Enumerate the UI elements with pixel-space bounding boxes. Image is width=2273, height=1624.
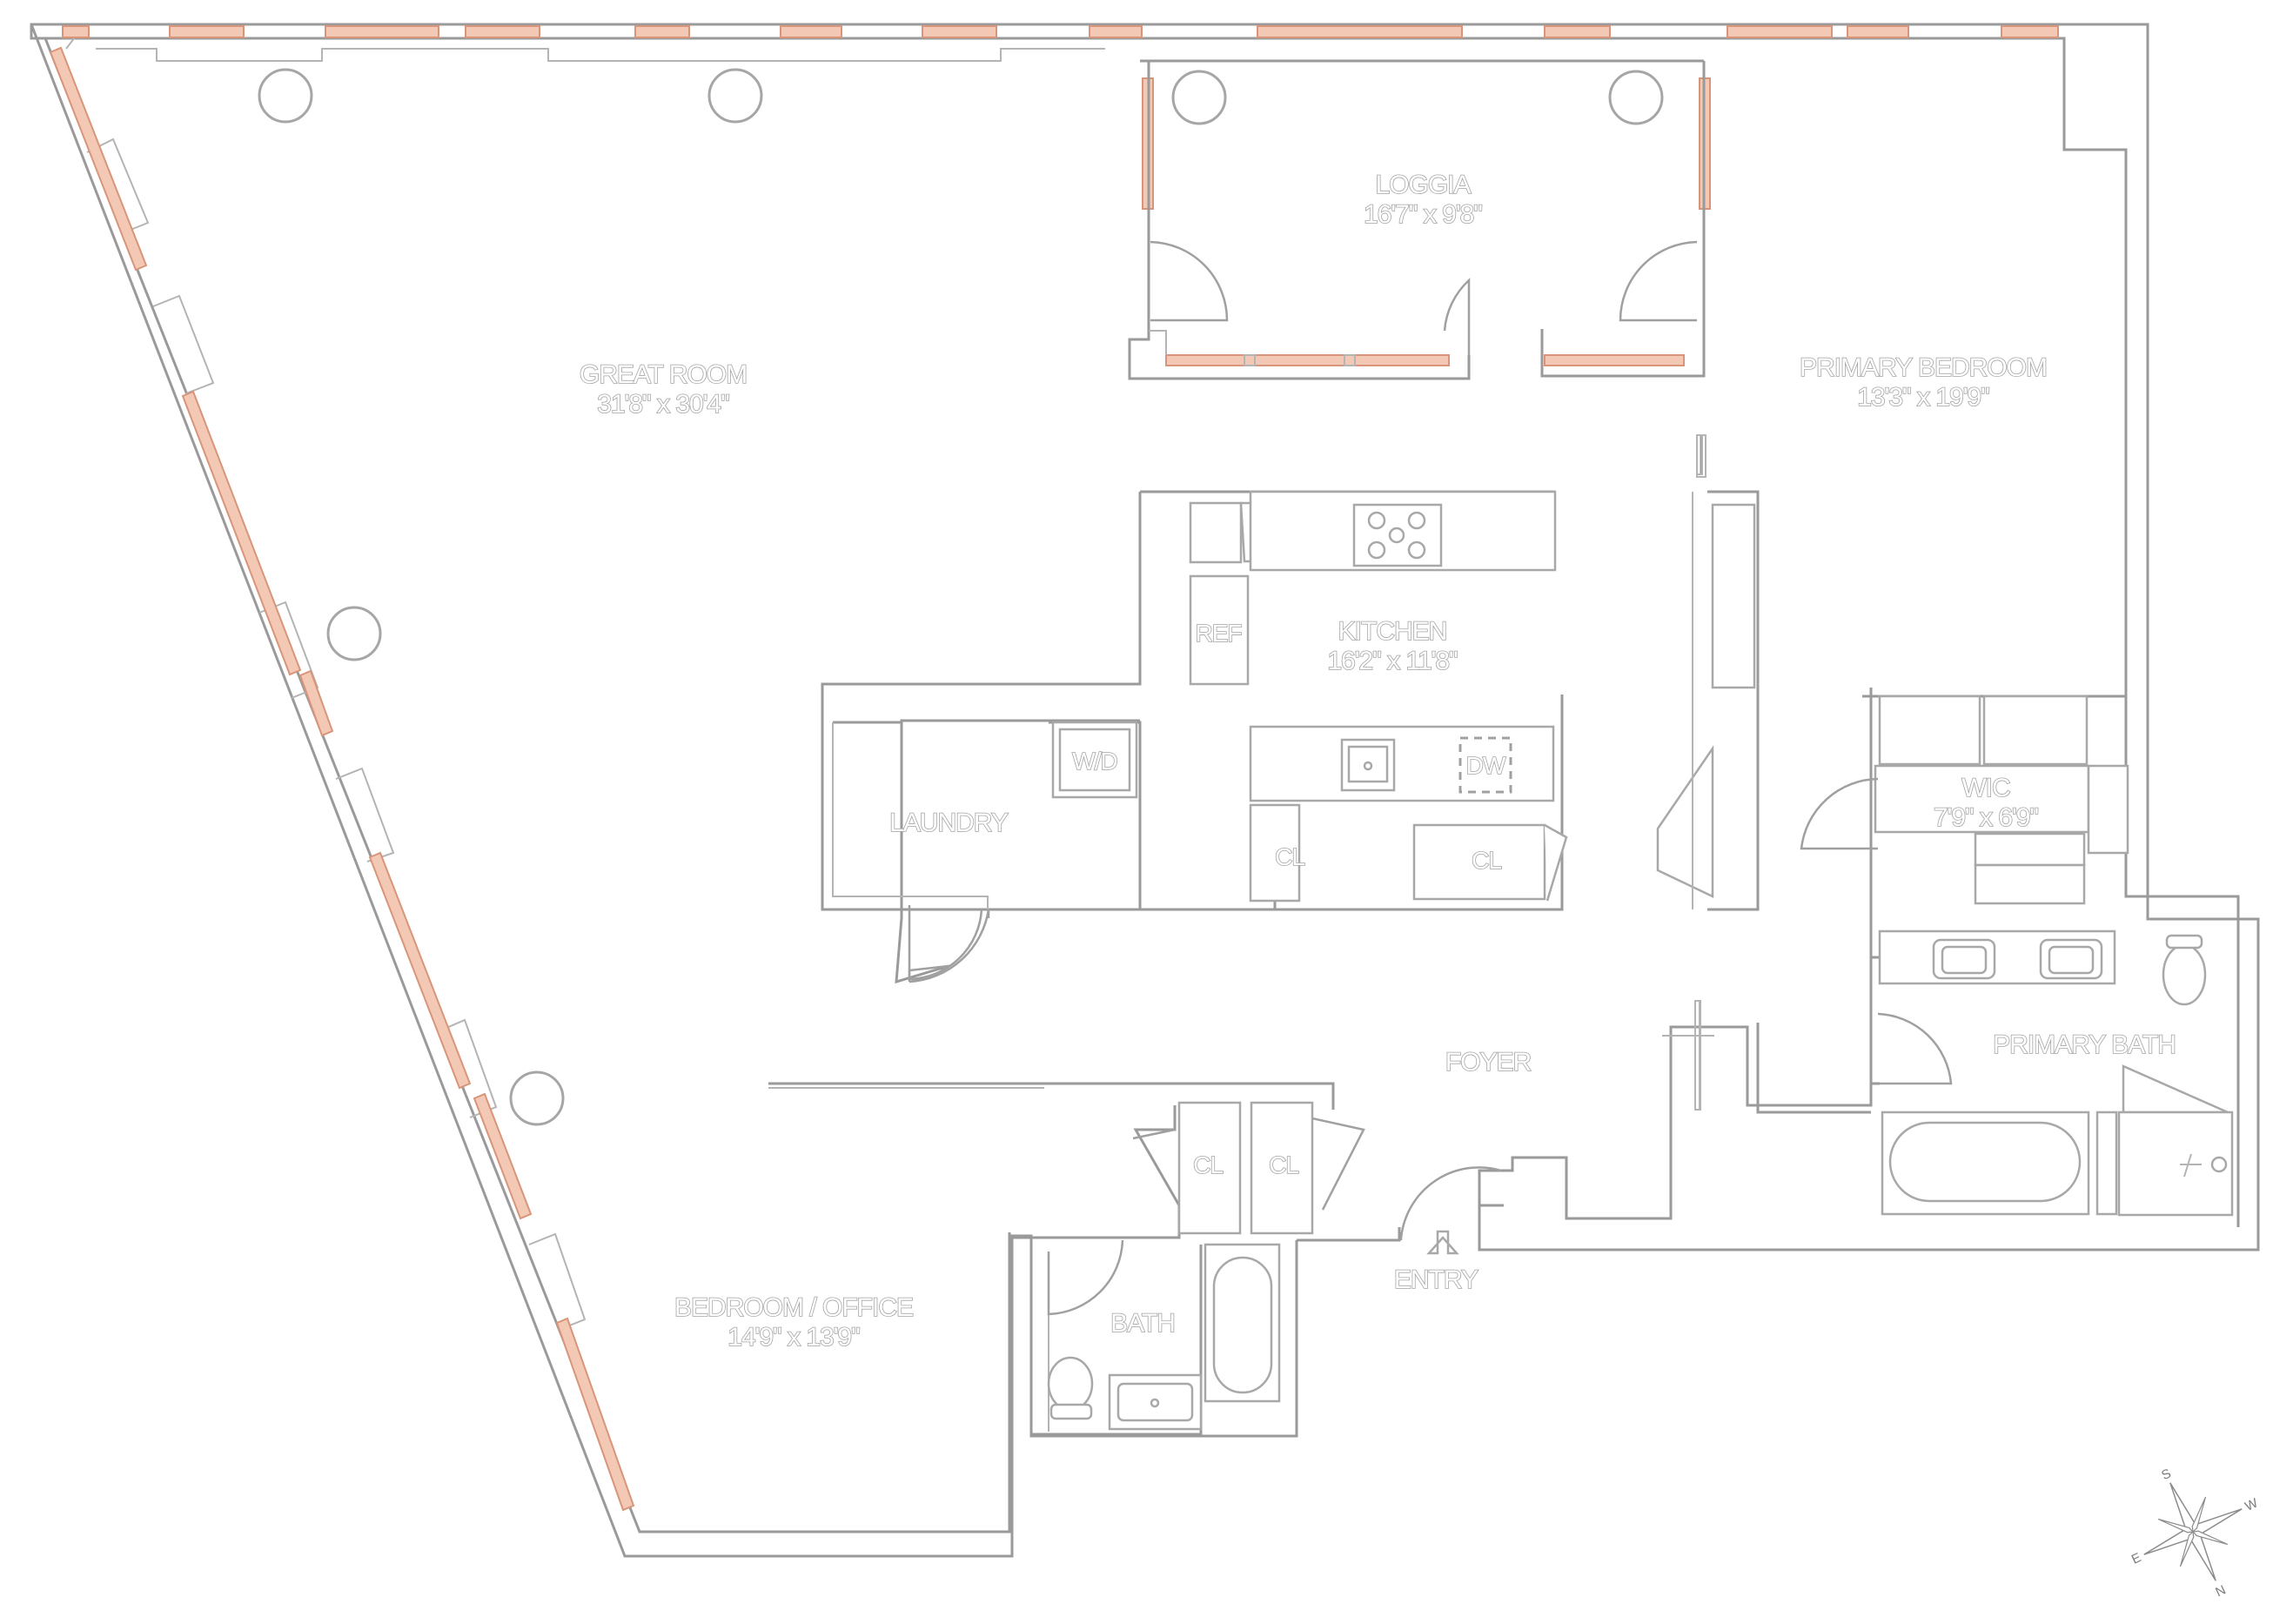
loggia-name: LOGGIA [1375,171,1471,199]
primary-suite-walls [1656,434,2129,1114]
bedroom-office-dims: 14'9" x 13'9" [727,1323,860,1352]
wic-name: WIC [1961,774,2010,802]
compass-rose-icon: S N E W [2129,1466,2261,1600]
closet-label: CL [1275,843,1304,870]
foyer-name: FOYER [1445,1048,1532,1077]
washer-dryer-label: W/D [1072,748,1116,775]
kitchen-counters [1189,490,1568,903]
kitchen-dims: 16'2" x 11'8" [1327,647,1458,675]
room-labels: GREAT ROOM 31'8" x 30'4" LOGGIA 16'7" x … [579,170,2177,1352]
fixture-labels: REF W/D DW CL CL CL CL [1071,619,1507,1179]
closet-label: CL [1472,847,1501,874]
compass-s: S [2159,1466,2173,1483]
wic-dims: 7'9" x 6'9" [1934,803,2039,832]
ref-label: REF [1196,620,1242,647]
bath-name: BATH [1110,1309,1175,1338]
closet-label: CL [1269,1151,1298,1178]
primary-bedroom-dims: 13'3" x 19'9" [1857,383,1989,412]
compass-w: W [2243,1495,2261,1514]
entry-label: ENTRY [1394,1265,1478,1294]
bedroom-office-name: BEDROOM / OFFICE [674,1293,913,1322]
bath-walls [1029,1239,1281,1436]
sliding-partitions [1662,434,1714,1111]
kitchen-sink [1340,738,1396,792]
kitchen-name: KITCHEN [1338,617,1447,646]
dishwasher-outline [1458,736,1512,794]
great-room-name: GREAT ROOM [580,360,747,389]
primary-bath-name: PRIMARY BATH [1993,1030,2176,1059]
foyer-closets [768,1082,1502,1240]
compass-n: N [2213,1582,2228,1600]
entry-arrow-icon [1426,1230,1459,1255]
structural-columns [258,68,1664,1126]
laundry-name: LAUNDRY [889,809,1009,837]
loggia-dims: 16'7" x 9'8" [1364,200,1482,229]
washer-dryer [1051,721,1138,799]
facade-piers [65,25,1105,1331]
great-room-dims: 31'8" x 30'4" [597,390,729,419]
primary-bath-fixtures [1878,929,2234,1217]
primary-bedroom-name: PRIMARY BEDROOM [1800,353,2047,382]
loggia-walls [1128,59,1706,380]
dishwasher-label: DW [1466,752,1506,779]
closet-label: CL [1193,1151,1223,1178]
cooktop [1352,503,1443,567]
compass-e: E [2129,1550,2143,1567]
